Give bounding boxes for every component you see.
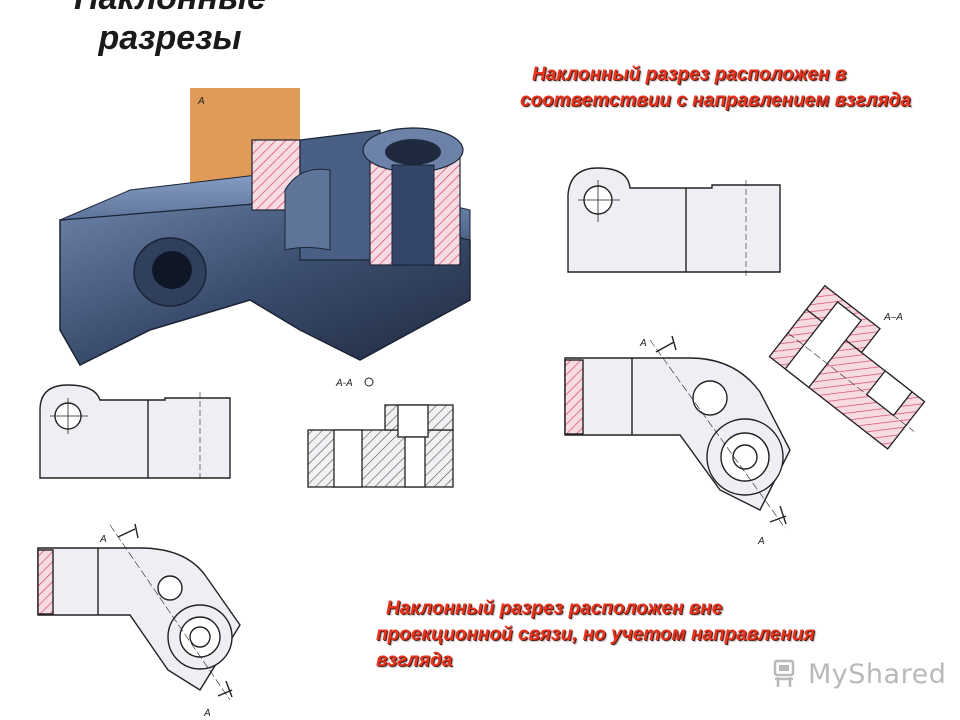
front-view-right	[567, 167, 781, 278]
section-aa-pink	[768, 284, 926, 450]
caption-top: Наклонный разрез расположен в соответств…	[520, 64, 911, 111]
oblique-view-right: А А	[564, 335, 791, 547]
arrow-label-a-right-top: А	[639, 338, 647, 349]
arrow-label-a-right-bottom: А	[757, 536, 765, 547]
title-line-2: разрезы	[98, 19, 242, 57]
isometric-part: А	[59, 88, 471, 366]
title-line-1: Наклонные	[40, 0, 300, 18]
watermark: MyShared	[772, 656, 946, 692]
section-label-aa: А-А	[335, 378, 353, 389]
chair-icon	[773, 659, 795, 687]
oblique-view-bottom: А А	[37, 523, 241, 719]
caption-bottom: Наклонный разрез расположен вне проекцио…	[376, 598, 815, 671]
arrow-label-a-bottom: А	[203, 708, 211, 719]
slide-title: Наклонные разрезы	[40, 0, 300, 58]
section-aa-grey: А-А	[307, 377, 454, 488]
plane-label: А	[197, 96, 205, 107]
front-view-left	[39, 384, 231, 482]
arrow-label-a-top: А	[99, 534, 107, 545]
watermark-text: MyShared	[808, 658, 947, 690]
section-label-aa-right: А–А	[883, 312, 903, 323]
